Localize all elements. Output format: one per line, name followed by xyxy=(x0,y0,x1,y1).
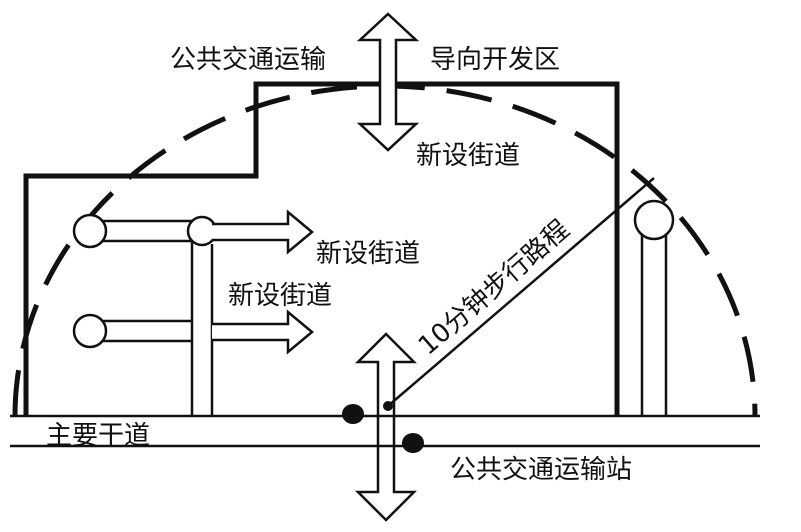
label-transit-corridor: 公共交通运输 xyxy=(170,45,326,75)
walk-radius-line xyxy=(387,177,655,407)
label-new-street-top: 新设街道 xyxy=(416,141,520,171)
cul-de-sac-upper-left xyxy=(72,213,108,249)
label-new-street-mid2: 新设街道 xyxy=(228,281,332,311)
label-new-street-mid1: 新设街道 xyxy=(316,239,420,269)
transit-stop-main xyxy=(342,404,364,424)
label-transit-station: 公共交通运输站 xyxy=(450,455,632,485)
new-street-arrow-lower xyxy=(212,309,314,355)
transit-corridor-arrow-top xyxy=(356,12,420,152)
walk-origin-dot xyxy=(383,401,393,411)
label-development-area: 导向开发区 xyxy=(430,45,560,75)
label-main-road: 主要干道 xyxy=(46,421,150,451)
cul-de-sac-lower-left xyxy=(72,313,108,349)
label-walk-radius: 10分钟步行路程 xyxy=(413,215,575,362)
new-street-arrow-upper xyxy=(212,209,314,255)
street-junction-node xyxy=(186,215,218,247)
development-boundary xyxy=(23,81,620,416)
cul-de-sac-right xyxy=(633,199,675,241)
left-street-network xyxy=(102,219,214,416)
transit-corridor-arrow-bottom xyxy=(354,332,418,522)
transit-station-dot xyxy=(402,433,424,453)
